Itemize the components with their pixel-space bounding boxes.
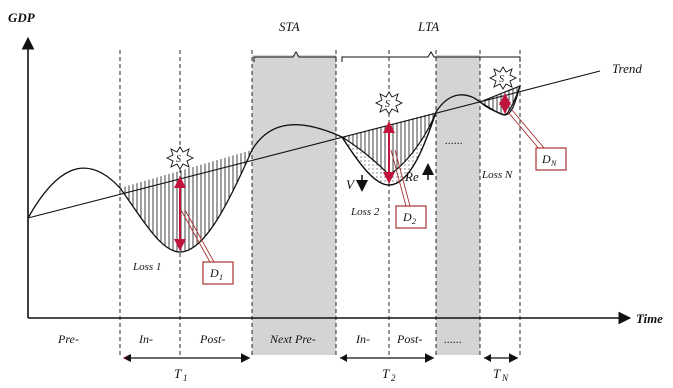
sta-bracket bbox=[253, 51, 337, 62]
svg-text:D: D bbox=[209, 266, 219, 280]
dots-bottom: ...... bbox=[444, 332, 462, 346]
svg-text:1: 1 bbox=[183, 373, 188, 383]
phase-pre: Pre- bbox=[57, 332, 79, 346]
callout-d1: D 1 bbox=[202, 261, 234, 285]
lta-bracket bbox=[341, 51, 521, 62]
y-axis-label: GDP bbox=[8, 10, 36, 25]
phase-next-pre: Next Pre- bbox=[269, 332, 316, 346]
tn-arrow-head-left bbox=[484, 354, 491, 362]
shade-between bbox=[436, 55, 480, 355]
phase-post-2: Post- bbox=[396, 332, 422, 346]
svg-text:N: N bbox=[501, 373, 509, 383]
loss-n-label: Loss N bbox=[481, 169, 513, 181]
shade-next-pre bbox=[252, 55, 336, 355]
re-label: Re bbox=[404, 169, 419, 184]
phase-dividers bbox=[119, 50, 521, 355]
callout-leaders bbox=[180, 109, 545, 263]
phase-post-1: Post- bbox=[199, 332, 225, 346]
svg-text:S: S bbox=[499, 74, 504, 85]
trend-label: Trend bbox=[612, 61, 642, 76]
period-tn: T N bbox=[493, 366, 509, 383]
t1-arrow-head-left bbox=[124, 354, 131, 362]
x-axis-label: Time bbox=[636, 311, 663, 326]
svg-text:D: D bbox=[402, 210, 412, 224]
svg-text:2: 2 bbox=[391, 373, 396, 383]
period-t2: T 2 bbox=[382, 366, 396, 383]
loss-1-label: Loss 1 bbox=[132, 261, 161, 273]
dots-top: ...... bbox=[445, 133, 463, 147]
sta-label: STA bbox=[279, 19, 300, 34]
v-label: V bbox=[346, 177, 356, 192]
svg-text:1: 1 bbox=[219, 273, 223, 282]
gdp-curve bbox=[27, 85, 521, 253]
loss-1-area bbox=[120, 150, 252, 252]
t2-arrow-head-left bbox=[340, 354, 347, 362]
svg-text:S: S bbox=[176, 154, 181, 165]
callout-dn: D N bbox=[535, 147, 567, 171]
svg-text:T: T bbox=[174, 366, 182, 381]
svg-text:T: T bbox=[382, 366, 390, 381]
loss-2-label: Loss 2 bbox=[350, 206, 380, 218]
svg-text:N: N bbox=[550, 159, 557, 168]
phase-in-1: In- bbox=[138, 332, 153, 346]
lta-label: LTA bbox=[417, 19, 439, 34]
svg-text:2: 2 bbox=[412, 217, 416, 226]
svg-text:S: S bbox=[385, 99, 390, 110]
shock-icon-1: S bbox=[165, 146, 195, 170]
period-t1: T 1 bbox=[174, 366, 188, 383]
svg-text:D: D bbox=[541, 152, 551, 166]
shock-icon-3: S bbox=[488, 66, 518, 90]
shock-icon-2: S bbox=[374, 91, 404, 115]
svg-text:T: T bbox=[493, 366, 501, 381]
phase-in-2: In- bbox=[355, 332, 370, 346]
callout-d2: D 2 bbox=[395, 205, 427, 229]
